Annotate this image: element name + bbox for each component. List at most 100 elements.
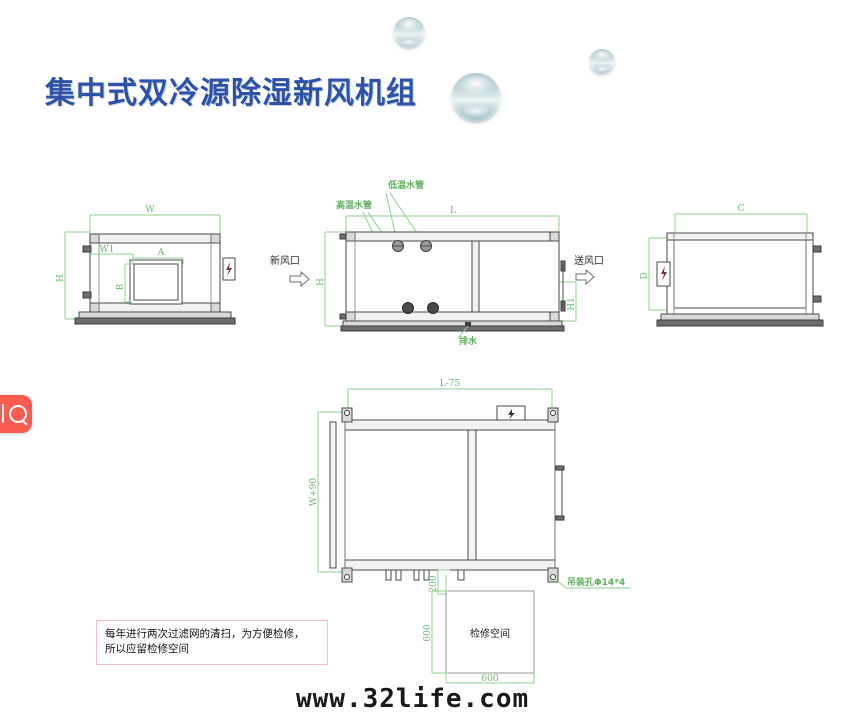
inlet-arrow-icon <box>289 270 310 288</box>
corner-post-bl <box>89 302 100 313</box>
cabinet-body-side <box>345 231 560 322</box>
dim-label-H-side: H <box>316 278 326 286</box>
corner-post-tr <box>210 233 221 244</box>
hoisting-hole-callout: 吊装孔Φ14*4 <box>553 576 630 589</box>
hinge-left-lower <box>82 291 92 299</box>
electrical-box <box>222 257 236 281</box>
flange-left-upper <box>339 233 347 240</box>
dimension-A: A <box>132 248 184 264</box>
search-icon[interactable] <box>0 395 32 433</box>
drain-port <box>465 322 471 326</box>
dimension-600-vertical: 600 <box>423 590 448 674</box>
hinge-left-upper <box>82 245 92 253</box>
base-plate-side <box>340 325 565 332</box>
hinge-right-upper <box>812 245 822 253</box>
magnifier-handle-icon <box>21 419 28 426</box>
lightning-bolt-icon-end <box>661 266 667 281</box>
dim-label-B: B <box>116 283 126 290</box>
note-line-1: 每年进行两次过滤网的清扫，为方便检修， <box>105 628 305 640</box>
dim-label-600-vertical: 600 <box>423 624 433 641</box>
fresh-air-inlet-callout: 新风口 <box>270 254 310 288</box>
lifting-lug-tr <box>547 407 559 423</box>
plan-view: L-75 W+90 <box>290 372 650 602</box>
watermark: www.32life.com <box>296 684 530 714</box>
top-rail-side <box>345 231 560 242</box>
dim-label-H: H <box>56 274 66 282</box>
hoisting-hole-label: 吊装孔Φ14*4 <box>567 576 625 588</box>
drain-callout: 排水 <box>457 322 478 347</box>
front-view: W H <box>55 192 270 342</box>
center-divider <box>471 240 480 313</box>
lightning-bolt-icon-plan <box>508 409 515 419</box>
page-title: 集中式双冷源除湿新风机组 <box>45 76 417 111</box>
fresh-air-inlet-label: 新风口 <box>270 254 300 267</box>
droplet-small-top-right <box>589 49 615 75</box>
dim-label-W1: W1 <box>100 245 115 255</box>
dim-label-W: W <box>145 205 155 215</box>
drain-label: 排水 <box>459 335 478 347</box>
dim-label-L: L <box>450 206 456 216</box>
droplet-small-top-left <box>393 17 425 49</box>
dimension-H-side: H <box>316 231 348 327</box>
flange-left-lower <box>339 313 347 320</box>
top-rail <box>89 233 221 244</box>
corner-post-br <box>210 302 221 313</box>
dimension-H: H <box>56 231 93 320</box>
dim-label-L-75: L-75 <box>440 379 461 389</box>
maintenance-space-text: 检修空间 <box>470 627 510 640</box>
droplet-large-center <box>451 73 501 123</box>
bottom-rail-side <box>345 311 560 322</box>
maintenance-space-rect <box>445 590 535 674</box>
pipe-port-lower-1 <box>402 302 414 314</box>
supply-air-outlet-label: 送风口 <box>574 254 604 267</box>
dimension-C: C <box>674 204 808 234</box>
end-view: C D <box>625 192 845 342</box>
plan-body <box>344 419 556 571</box>
chip-divider <box>2 404 4 423</box>
supply-air-outlet-callout: 送风口 <box>574 254 604 286</box>
base-plate-upper <box>78 311 232 319</box>
pipe-port-upper-2 <box>420 240 432 252</box>
lightning-bolt-icon <box>226 262 232 276</box>
pipe-port-lower-2 <box>427 302 439 314</box>
corner-post-tl-side <box>345 231 356 242</box>
base-plate-end <box>656 319 824 327</box>
high-temp-water-pipe-label: 高温水管 <box>336 199 372 211</box>
pipe-stubs <box>385 569 465 581</box>
magnifier-lens-icon <box>9 405 27 423</box>
low-temp-water-pipe-label: 低温水管 <box>387 179 424 191</box>
dim-label-A: A <box>157 248 165 258</box>
dimension-B: B <box>116 263 133 303</box>
corner-post-br-side <box>549 311 560 322</box>
dim-label-D: D <box>640 272 650 279</box>
electrical-box-end <box>656 261 671 287</box>
dim-label-H1: H1 <box>567 297 577 311</box>
maintenance-note: 每年进行两次过滤网的清扫，为方便检修， 所以应留检修空间 <box>96 620 328 666</box>
base-plate <box>74 317 236 325</box>
dimension-W: W <box>89 205 221 234</box>
dimension-600-horizontal: 600 <box>445 673 535 684</box>
outlet-arrow-icon <box>575 268 595 286</box>
dim-label-200: 200 <box>429 575 439 592</box>
dimension-H1: H1 <box>559 281 577 322</box>
plan-right-door <box>555 465 565 521</box>
plan-left-flange <box>329 421 337 569</box>
top-rail-end <box>666 232 814 241</box>
dim-label-W-90: W+90 <box>309 478 319 507</box>
electrical-box-plan <box>496 405 526 421</box>
lifting-lug-bl <box>341 567 353 583</box>
access-panel-inner <box>133 263 179 301</box>
dimension-W-90: W+90 <box>309 411 348 573</box>
dim-label-C: C <box>738 204 745 214</box>
dimension-L: L <box>345 206 560 232</box>
base-plate-upper-side <box>342 320 563 327</box>
base-plate-upper-end <box>660 313 820 321</box>
corner-post-tl <box>89 233 100 244</box>
corner-post-tr-side <box>549 231 560 242</box>
lifting-lug-tl <box>341 407 353 423</box>
dim-label-600-horizontal: 600 <box>481 674 498 684</box>
plan-top-rail <box>344 419 556 431</box>
corner-post-bl-side <box>345 311 356 322</box>
plan-bottom-rail <box>344 559 556 571</box>
